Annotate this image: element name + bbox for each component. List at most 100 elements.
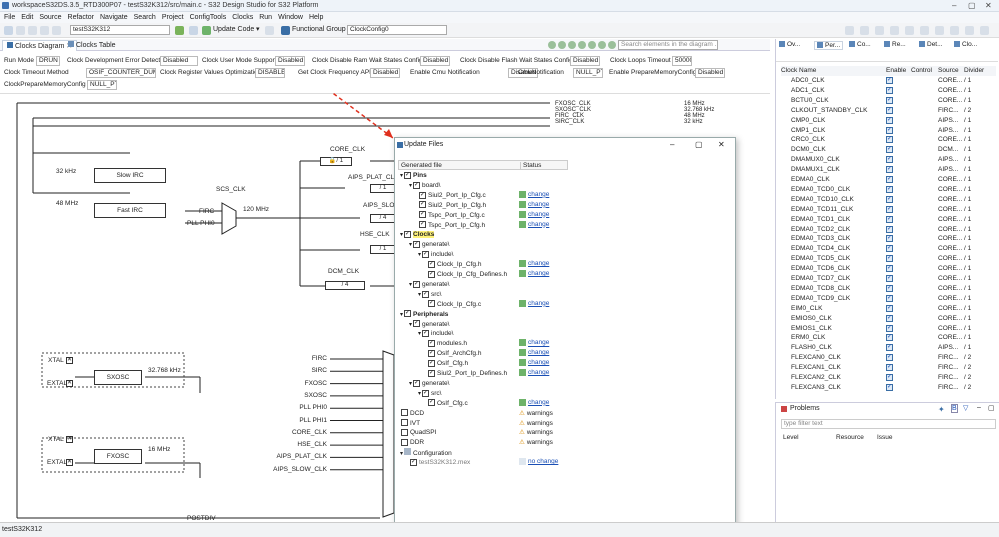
expand-icon[interactable]: ▾ xyxy=(409,321,413,328)
file-checkbox[interactable] xyxy=(401,439,408,447)
table-row[interactable]: EDMA0_TCD9_CLK✓CORE.../ 1 xyxy=(781,294,996,304)
status-link[interactable]: change xyxy=(519,190,549,198)
tree-row[interactable]: IVT xyxy=(400,419,420,429)
menu-run[interactable]: Run xyxy=(259,14,273,21)
right-tab-0[interactable]: Ov... xyxy=(779,41,800,48)
file-checkbox[interactable] xyxy=(422,290,430,298)
status-link[interactable]: no change xyxy=(519,458,558,465)
menu-edit[interactable]: Edit xyxy=(21,14,34,21)
dialog-close-icon[interactable]: ✕ xyxy=(718,140,725,149)
enable-checkbox[interactable]: ✓ xyxy=(886,77,893,84)
problems-filter-input[interactable]: type filter text xyxy=(781,419,996,429)
tree-row[interactable]: modules.h xyxy=(427,339,467,349)
filter-icon[interactable]: ▽ xyxy=(963,405,969,412)
file-checkbox[interactable] xyxy=(413,379,421,387)
enable-checkbox[interactable]: ✓ xyxy=(886,275,893,282)
tree-row[interactable]: Siul2_Port_Ip_Defines.h xyxy=(427,369,507,379)
menu-configtools[interactable]: ConfigTools xyxy=(189,14,227,21)
expand-icon[interactable]: ▾ xyxy=(409,281,413,288)
update-code-dropdown-icon[interactable]: ▾ xyxy=(256,26,260,33)
prop-cmu-notif-value[interactable]: Disabled xyxy=(508,68,538,78)
tree-row[interactable]: ▾generate\ xyxy=(409,379,449,389)
status-link[interactable]: change xyxy=(519,349,549,356)
enable-checkbox[interactable]: ✓ xyxy=(886,215,893,223)
file-checkbox[interactable] xyxy=(428,399,435,407)
enable-checkbox[interactable]: ✓ xyxy=(886,284,893,292)
save-icon[interactable] xyxy=(16,26,25,35)
enable-checkbox[interactable]: ✓ xyxy=(886,126,893,134)
tree-row[interactable]: DDR xyxy=(400,438,424,448)
table-row[interactable]: CLKOUT_STANDBY_CLK✓FIRC.../ 2 xyxy=(781,106,996,116)
hse-clk-divider[interactable]: / 1 xyxy=(370,245,396,254)
back-icon[interactable] xyxy=(189,26,198,35)
expand-icon[interactable]: ▾ xyxy=(418,291,422,298)
debug-icon[interactable] xyxy=(965,26,974,35)
tree-row[interactable]: QuadSPI xyxy=(400,428,436,438)
nav-right-icon[interactable] xyxy=(890,26,899,35)
enable-checkbox[interactable]: ✓ xyxy=(886,265,893,273)
expand-icon[interactable]: ▾ xyxy=(409,182,413,189)
table-row[interactable]: EDMA0_TCD11_CLK✓CORE.../ 1 xyxy=(781,205,996,215)
expand-icon[interactable]: ▾ xyxy=(418,390,422,397)
right-tab-1[interactable]: Per... xyxy=(814,41,844,50)
tree-row[interactable]: OsIf_Cfg.c xyxy=(427,399,468,409)
table-row[interactable]: EDMA0_TCD6_CLK✓CORE.../ 1 xyxy=(781,264,996,274)
column-header[interactable]: Source xyxy=(938,67,959,74)
enable-checkbox[interactable]: ✓ xyxy=(886,383,893,391)
table-row[interactable]: BCTU0_CLK✓CORE.../ 1 xyxy=(781,96,996,106)
right-tab-3[interactable]: Re... xyxy=(884,41,906,48)
prop-reg-values-value[interactable]: DISABLED xyxy=(255,68,285,78)
file-checkbox[interactable] xyxy=(422,330,430,338)
enable-checkbox[interactable]: ✓ xyxy=(886,96,893,104)
tree-row[interactable]: Clock_Ip_Cfg.h xyxy=(427,260,481,270)
table-row[interactable]: CMP0_CLK✓AIPS.../ 1 xyxy=(781,116,996,126)
expand-icon[interactable]: ▾ xyxy=(418,331,422,338)
warnings-status[interactable]: ⚠warnings xyxy=(519,428,553,436)
table-row[interactable]: FLASH0_CLK✓AIPS.../ 1 xyxy=(781,343,996,353)
back-nav-icon[interactable] xyxy=(950,26,959,35)
update-code-button[interactable]: Update Code xyxy=(213,26,255,33)
menu-refactor[interactable]: Refactor xyxy=(67,14,94,21)
status-link[interactable]: change xyxy=(519,359,549,366)
enable-checkbox[interactable]: ✓ xyxy=(886,235,893,243)
tree-row[interactable]: ▾src\ xyxy=(418,389,442,399)
project-select[interactable]: testS32K312 xyxy=(70,25,170,35)
save-all-icon[interactable] xyxy=(28,26,37,35)
status-link[interactable]: change xyxy=(519,299,549,307)
table-row[interactable]: FLEXCAN1_CLK✓FIRC.../ 2 xyxy=(781,363,996,373)
core-clk-divider[interactable]: 🔒/ 1 xyxy=(320,157,352,166)
tree-row[interactable]: Tspc_Port_Ip_Cfg.h xyxy=(418,221,485,231)
enable-checkbox[interactable]: ✓ xyxy=(886,324,893,332)
enable-checkbox[interactable]: ✓ xyxy=(886,314,893,322)
file-checkbox[interactable] xyxy=(404,171,412,179)
table-row[interactable]: ERM0_CLK✓CORE.../ 1 xyxy=(781,333,996,343)
status-link[interactable]: change xyxy=(519,220,549,228)
enable-checkbox[interactable]: ✓ xyxy=(886,185,893,193)
problems-column-header[interactable]: Level xyxy=(783,434,799,441)
table-row[interactable]: FLEXCAN0_CLK✓FIRC.../ 2 xyxy=(781,353,996,363)
enable-checkbox[interactable]: ✓ xyxy=(886,374,893,381)
right-tab-5[interactable]: Clo... xyxy=(954,41,977,48)
file-checkbox[interactable] xyxy=(401,429,408,437)
functional-group-select[interactable]: ClockConfig0 xyxy=(347,25,447,35)
tree-row[interactable]: ▾include\ xyxy=(418,250,453,260)
tree-row[interactable]: ▾generate\ xyxy=(409,240,449,250)
prev-edit-icon[interactable] xyxy=(905,26,914,35)
right-tab-2[interactable]: Co... xyxy=(849,41,871,48)
status-link[interactable]: change xyxy=(519,210,549,218)
file-checkbox[interactable] xyxy=(428,260,435,268)
maximize-icon[interactable]: ▢ xyxy=(968,1,976,10)
enable-checkbox[interactable]: ✓ xyxy=(886,294,893,302)
next-edit-icon[interactable] xyxy=(920,26,929,35)
tree-row[interactable]: ▾generate\ xyxy=(409,320,449,330)
tree-row[interactable]: Siul2_Port_Ip_Cfg.c xyxy=(418,191,486,201)
problems-column-header[interactable]: Resource xyxy=(836,434,864,441)
file-checkbox[interactable] xyxy=(401,409,408,417)
prop-freq-api-value[interactable]: Disabled xyxy=(370,68,400,78)
file-checkbox[interactable] xyxy=(419,221,426,229)
tree-row[interactable]: OsIf_Cfg.h xyxy=(427,359,468,369)
bulb-icon[interactable]: ✦ xyxy=(938,405,945,414)
file-checkbox[interactable] xyxy=(428,369,435,377)
warnings-status[interactable]: ⚠warnings xyxy=(519,438,553,446)
file-checkbox[interactable] xyxy=(404,231,412,239)
